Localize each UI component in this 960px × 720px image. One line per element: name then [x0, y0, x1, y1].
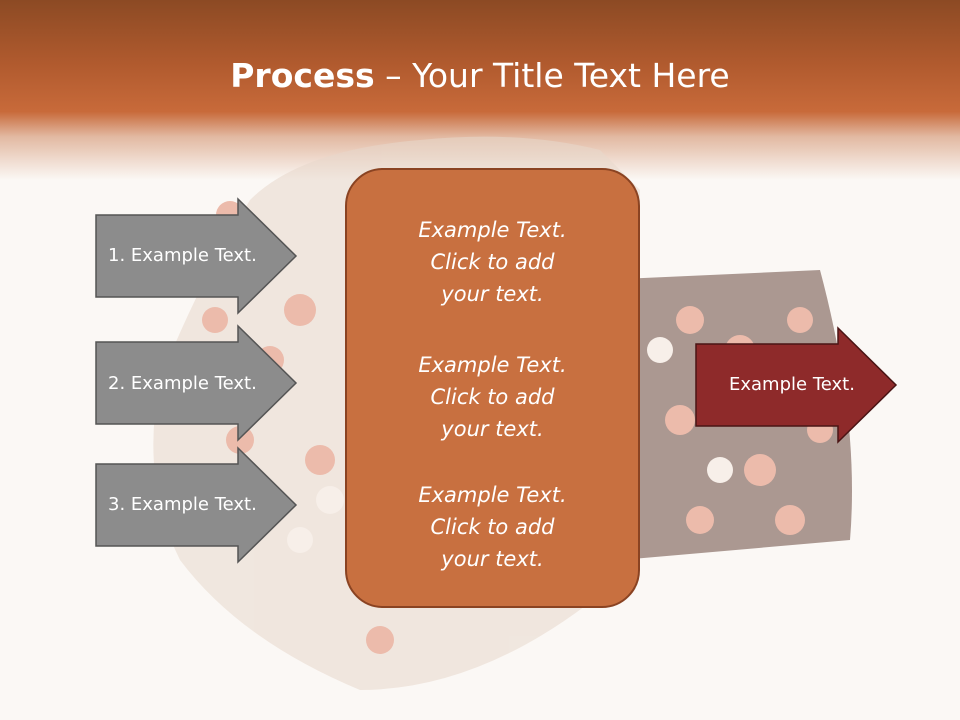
center-text-line: Example Text. [418, 483, 567, 507]
output-arrow[interactable] [695, 326, 898, 444]
center-text-line: Click to add [430, 250, 555, 274]
center-text-line: Example Text. [418, 353, 567, 377]
center-text-line: Click to add [430, 515, 555, 539]
center-text-line: Click to add [430, 385, 555, 409]
center-text-line: your text. [441, 547, 544, 571]
title-bold: Process [230, 56, 375, 95]
input-arrow-2-label: 2. Example Text. [108, 373, 257, 394]
center-text-block-2[interactable]: Example Text. Click to add your text. [347, 349, 638, 445]
input-arrow-3[interactable] [95, 446, 298, 564]
input-arrow-2[interactable] [95, 324, 298, 442]
center-text-block-1[interactable]: Example Text. Click to add your text. [347, 214, 638, 310]
input-arrow-3-label: 3. Example Text. [108, 494, 257, 515]
center-text-line: Example Text. [418, 218, 567, 242]
page-title: Process – Your Title Text Here [0, 56, 960, 95]
center-text-block-3[interactable]: Example Text. Click to add your text. [347, 479, 638, 575]
center-text-line: your text. [441, 282, 544, 306]
title-rest: – Your Title Text Here [374, 56, 730, 95]
input-arrow-1-label: 1. Example Text. [108, 245, 257, 266]
input-arrow-1[interactable] [95, 197, 298, 315]
output-arrow-label: Example Text. [729, 374, 855, 395]
center-process-box[interactable]: Example Text. Click to add your text. Ex… [345, 168, 640, 608]
center-text-line: your text. [441, 417, 544, 441]
